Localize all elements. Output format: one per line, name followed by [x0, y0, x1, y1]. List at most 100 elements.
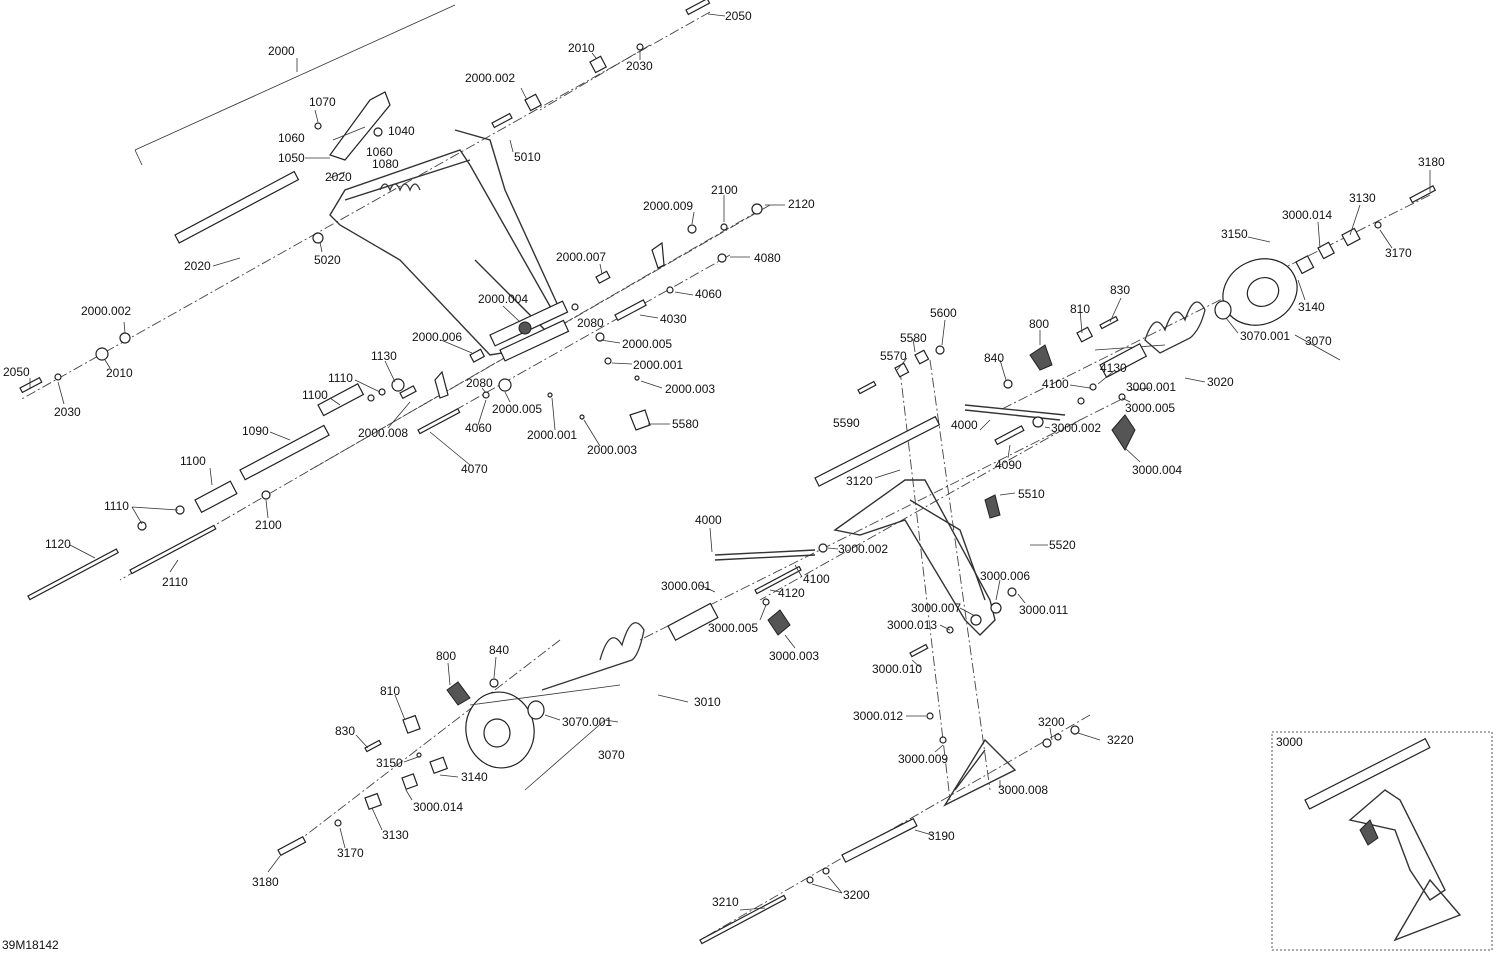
part-label: 4000	[695, 513, 722, 527]
part-label: 1130	[371, 349, 397, 363]
part-label: 4080	[754, 251, 781, 265]
part-label: 1050	[278, 151, 305, 165]
part-label: 1110	[328, 371, 353, 385]
part-label: 2110	[162, 575, 188, 589]
part-label: 2080	[466, 376, 493, 390]
part-label: 4060	[465, 421, 492, 435]
part-label: 1060	[278, 131, 305, 145]
inset-3000	[1271, 731, 1493, 951]
part-label: 2000.005	[622, 337, 672, 351]
part-label: 3170	[1385, 246, 1412, 260]
rear-arm-assembly	[667, 184, 1437, 945]
part-label: 2010	[568, 41, 595, 55]
part-label: 1080	[372, 157, 399, 171]
part-label: 3070	[598, 748, 625, 762]
part-label: 1100	[180, 454, 206, 468]
part-label: 2000.001	[633, 358, 683, 372]
part-label: 2000.005	[492, 402, 542, 416]
part-label: 3000.008	[998, 783, 1048, 797]
part-label: 3020	[1207, 375, 1234, 389]
part-label: 3220	[1107, 733, 1134, 747]
part-label: 3000.001	[1126, 380, 1176, 394]
part-label: 2120	[788, 197, 815, 211]
part-label: 3000.009	[898, 752, 948, 766]
part-label: 3000.001	[661, 579, 711, 593]
part-label: 2000.001	[527, 428, 577, 442]
part-label: 1040	[388, 124, 415, 138]
part-label: 3000.005	[708, 621, 758, 635]
part-label: 5010	[514, 150, 541, 164]
part-label: 5590	[833, 416, 860, 430]
part-label: 4100	[1042, 377, 1069, 391]
part-label: 3070	[1305, 334, 1332, 348]
part-label: 5020	[314, 253, 341, 267]
upper-arm-assembly	[19, 0, 763, 601]
part-label: 4070	[461, 462, 488, 476]
part-label: 3000.014	[1282, 208, 1332, 222]
part-label: 3070.001	[562, 715, 612, 729]
part-label: 4090	[995, 458, 1022, 472]
part-label: 2000	[268, 44, 295, 58]
part-label: 1120	[45, 537, 71, 551]
part-label: 3120	[846, 474, 873, 488]
part-label: 4030	[660, 312, 687, 326]
part-label: 3000.013	[887, 618, 937, 632]
part-label: 810	[380, 684, 400, 698]
part-label: 2000.008	[358, 426, 408, 440]
part-label: 2080	[577, 316, 604, 330]
part-label: 4000	[951, 418, 978, 432]
part-label: 3000.005	[1125, 401, 1175, 415]
part-label: 3000.014	[413, 800, 463, 814]
part-label: 3010	[694, 695, 721, 709]
part-label: 3000.004	[1132, 463, 1182, 477]
part-label: 3000.007	[911, 601, 961, 615]
part-label: 3130	[382, 828, 409, 842]
part-label: 810	[1070, 302, 1090, 316]
part-label: 830	[335, 724, 355, 738]
inset-label: 3000	[1276, 735, 1303, 749]
part-label: 2050	[3, 365, 30, 379]
part-label: 3180	[1418, 155, 1445, 169]
part-label: 5600	[930, 306, 957, 320]
part-label: 2000.003	[665, 382, 715, 396]
part-label: 3000.012	[853, 709, 903, 723]
leader-lines	[29, 13, 1431, 911]
part-label: 840	[984, 351, 1004, 365]
part-label: 2000.002	[465, 71, 515, 85]
part-label: 3000.002	[838, 542, 888, 556]
part-label: 3140	[1298, 300, 1325, 314]
part-label: 3000.006	[980, 569, 1030, 583]
part-label: 5570	[880, 349, 907, 363]
part-label: 2020	[325, 170, 352, 184]
part-label: 1070	[309, 95, 336, 109]
part-label: 2030	[54, 405, 81, 419]
part-label: 840	[489, 643, 509, 657]
part-label: 5520	[1049, 538, 1076, 552]
part-label: 3140	[461, 770, 488, 784]
part-label: 5580	[672, 417, 699, 431]
part-label: 3180	[252, 875, 279, 889]
part-label: 3000.010	[872, 662, 922, 676]
part-label: 2000.002	[81, 304, 131, 318]
part-label: 2020	[184, 259, 211, 273]
axis-lines	[19, 11, 1431, 941]
part-label: 4100	[803, 572, 830, 586]
part-label: 2050	[725, 9, 752, 23]
part-label: 2100	[255, 518, 282, 532]
part-label: 3190	[928, 829, 955, 843]
part-label: 2000.007	[556, 250, 606, 264]
part-label: 2100	[711, 183, 738, 197]
part-label: 3150	[376, 756, 403, 770]
part-label: 4060	[695, 287, 722, 301]
part-label: 3150	[1221, 227, 1248, 241]
left-idler-assembly	[277, 622, 645, 857]
drawing-number: 39M18142	[2, 938, 59, 952]
part-label: 1110	[104, 499, 129, 513]
part-label: 4130	[1100, 361, 1127, 375]
part-label: 3000.011	[1019, 603, 1068, 617]
part-label: 2000.004	[478, 292, 528, 306]
part-label: 2000.003	[587, 443, 637, 457]
part-label: 2030	[626, 59, 653, 73]
part-label: 1090	[242, 424, 269, 438]
